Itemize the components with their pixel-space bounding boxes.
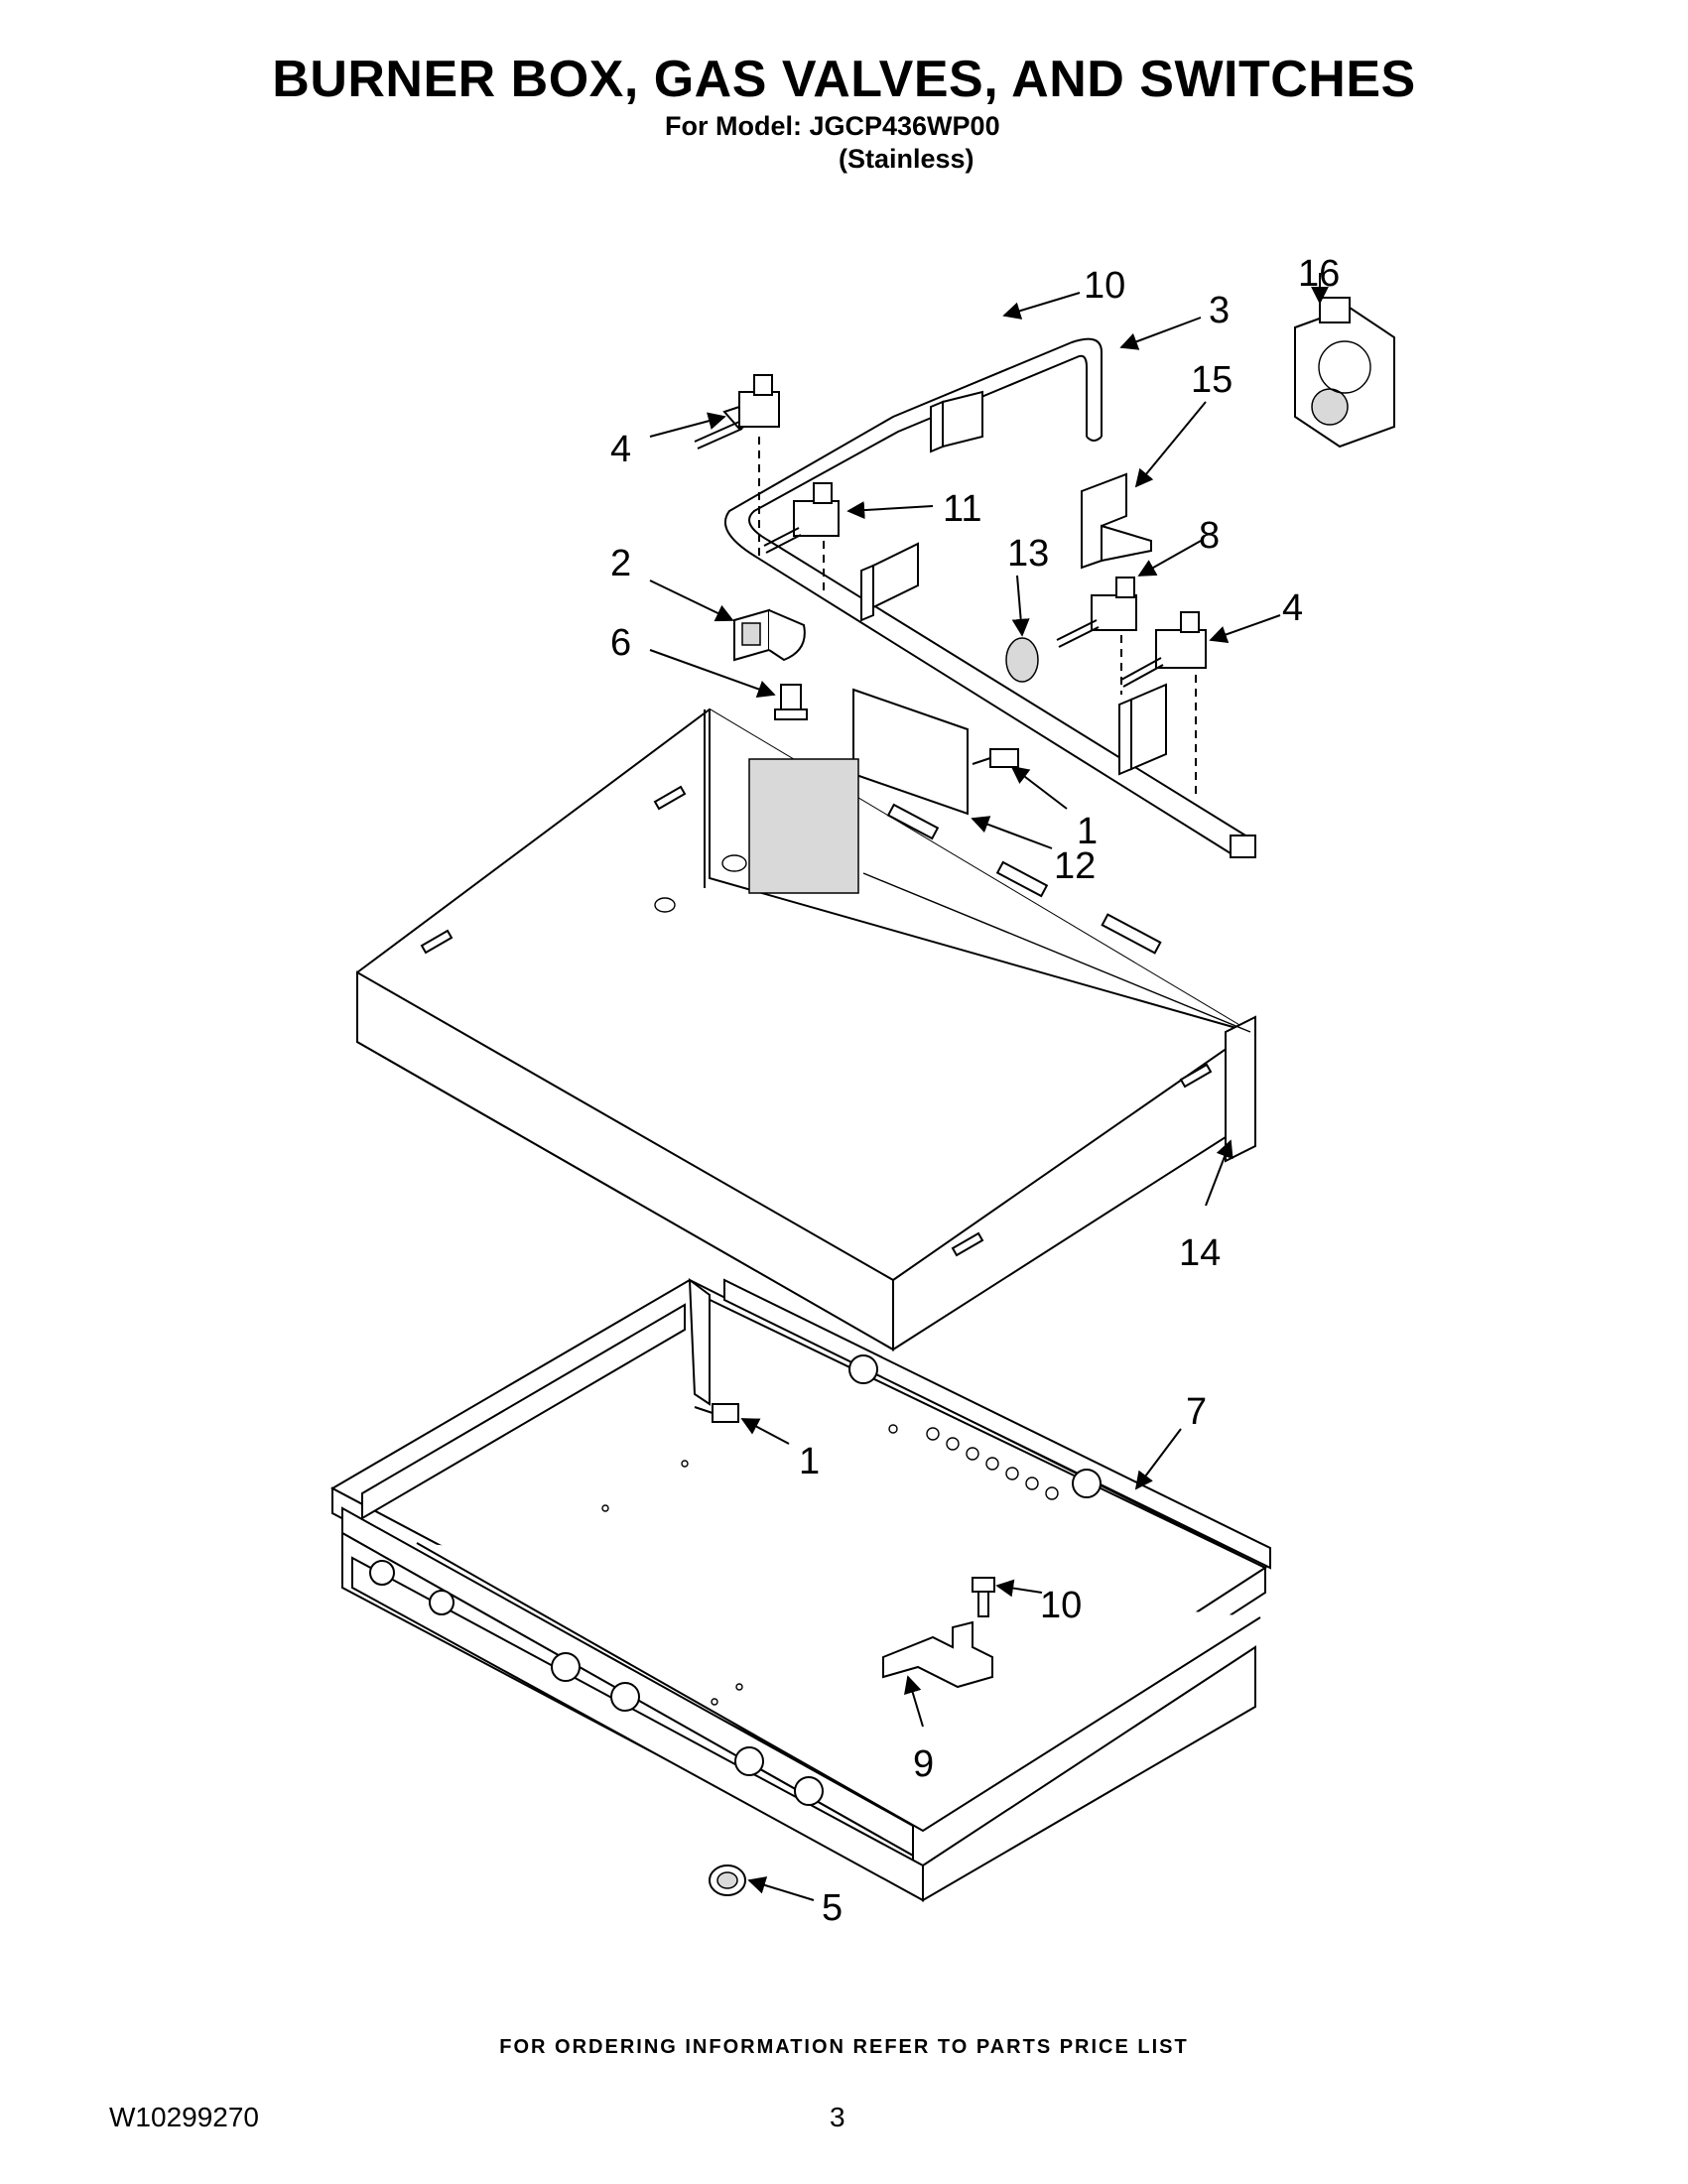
callout-5: 5 — [822, 1887, 843, 1929]
leader-lines — [649, 273, 1329, 1901]
callout-1-top: 1 — [1077, 811, 1098, 852]
switch-clip-2 — [733, 608, 806, 662]
grommet-5 — [709, 1864, 746, 1896]
callout-7: 7 — [1186, 1391, 1207, 1433]
gas-manifold-pipe — [724, 337, 1256, 858]
screw-6 — [774, 684, 808, 720]
callout-6: 6 — [610, 622, 631, 664]
screw-10-bottom — [972, 1577, 995, 1617]
callout-14: 14 — [1179, 1232, 1221, 1274]
document-number: W10299270 — [109, 2102, 260, 2132]
callout-8: 8 — [1199, 515, 1220, 557]
callout-13: 13 — [1007, 533, 1049, 575]
page-number: 3 — [830, 2102, 845, 2132]
gas-valve-right — [1120, 611, 1207, 688]
callout-12: 12 — [1054, 845, 1096, 887]
callout-10-bottom: 10 — [1040, 1585, 1082, 1626]
model-line: For Model: JGCP436WP00 — [665, 111, 1000, 141]
callout-11: 11 — [943, 488, 981, 530]
screw-1-top — [972, 748, 1019, 768]
burner-box-14 — [356, 707, 1256, 1351]
callout-10-top: 10 — [1084, 265, 1125, 307]
switch-plate-12 — [852, 688, 969, 816]
gas-valve-11 — [763, 482, 840, 554]
switch-disc-13 — [1005, 637, 1039, 683]
cooktop-tray-7 — [329, 1277, 1271, 1902]
callout-1-bottom: 1 — [799, 1441, 820, 1482]
valve-bracket-center — [860, 542, 919, 622]
pressure-regulator-16 — [1294, 297, 1395, 449]
callout-4-left: 4 — [610, 429, 631, 470]
screw-1-bottom — [694, 1403, 739, 1423]
ordering-note: FOR ORDERING INFORMATION REFER TO PARTS … — [499, 2036, 1189, 2058]
callout-16: 16 — [1298, 253, 1340, 295]
gas-valve-8 — [1056, 577, 1137, 648]
switch-bracket-15 — [1081, 472, 1152, 570]
pipe-bracket-upper — [930, 390, 983, 453]
callout-3: 3 — [1209, 290, 1230, 331]
callout-15: 15 — [1191, 359, 1233, 401]
callout-2: 2 — [610, 543, 631, 584]
finish-line: (Stainless) — [839, 144, 974, 174]
page-title: BURNER BOX, GAS VALVES, AND SWITCHES — [272, 51, 1416, 108]
gas-valve-left — [694, 374, 780, 450]
callout-4-right: 4 — [1282, 587, 1303, 629]
valve-bracket-right — [1118, 683, 1167, 776]
callout-9: 9 — [913, 1743, 934, 1785]
bracket-9 — [882, 1620, 993, 1689]
